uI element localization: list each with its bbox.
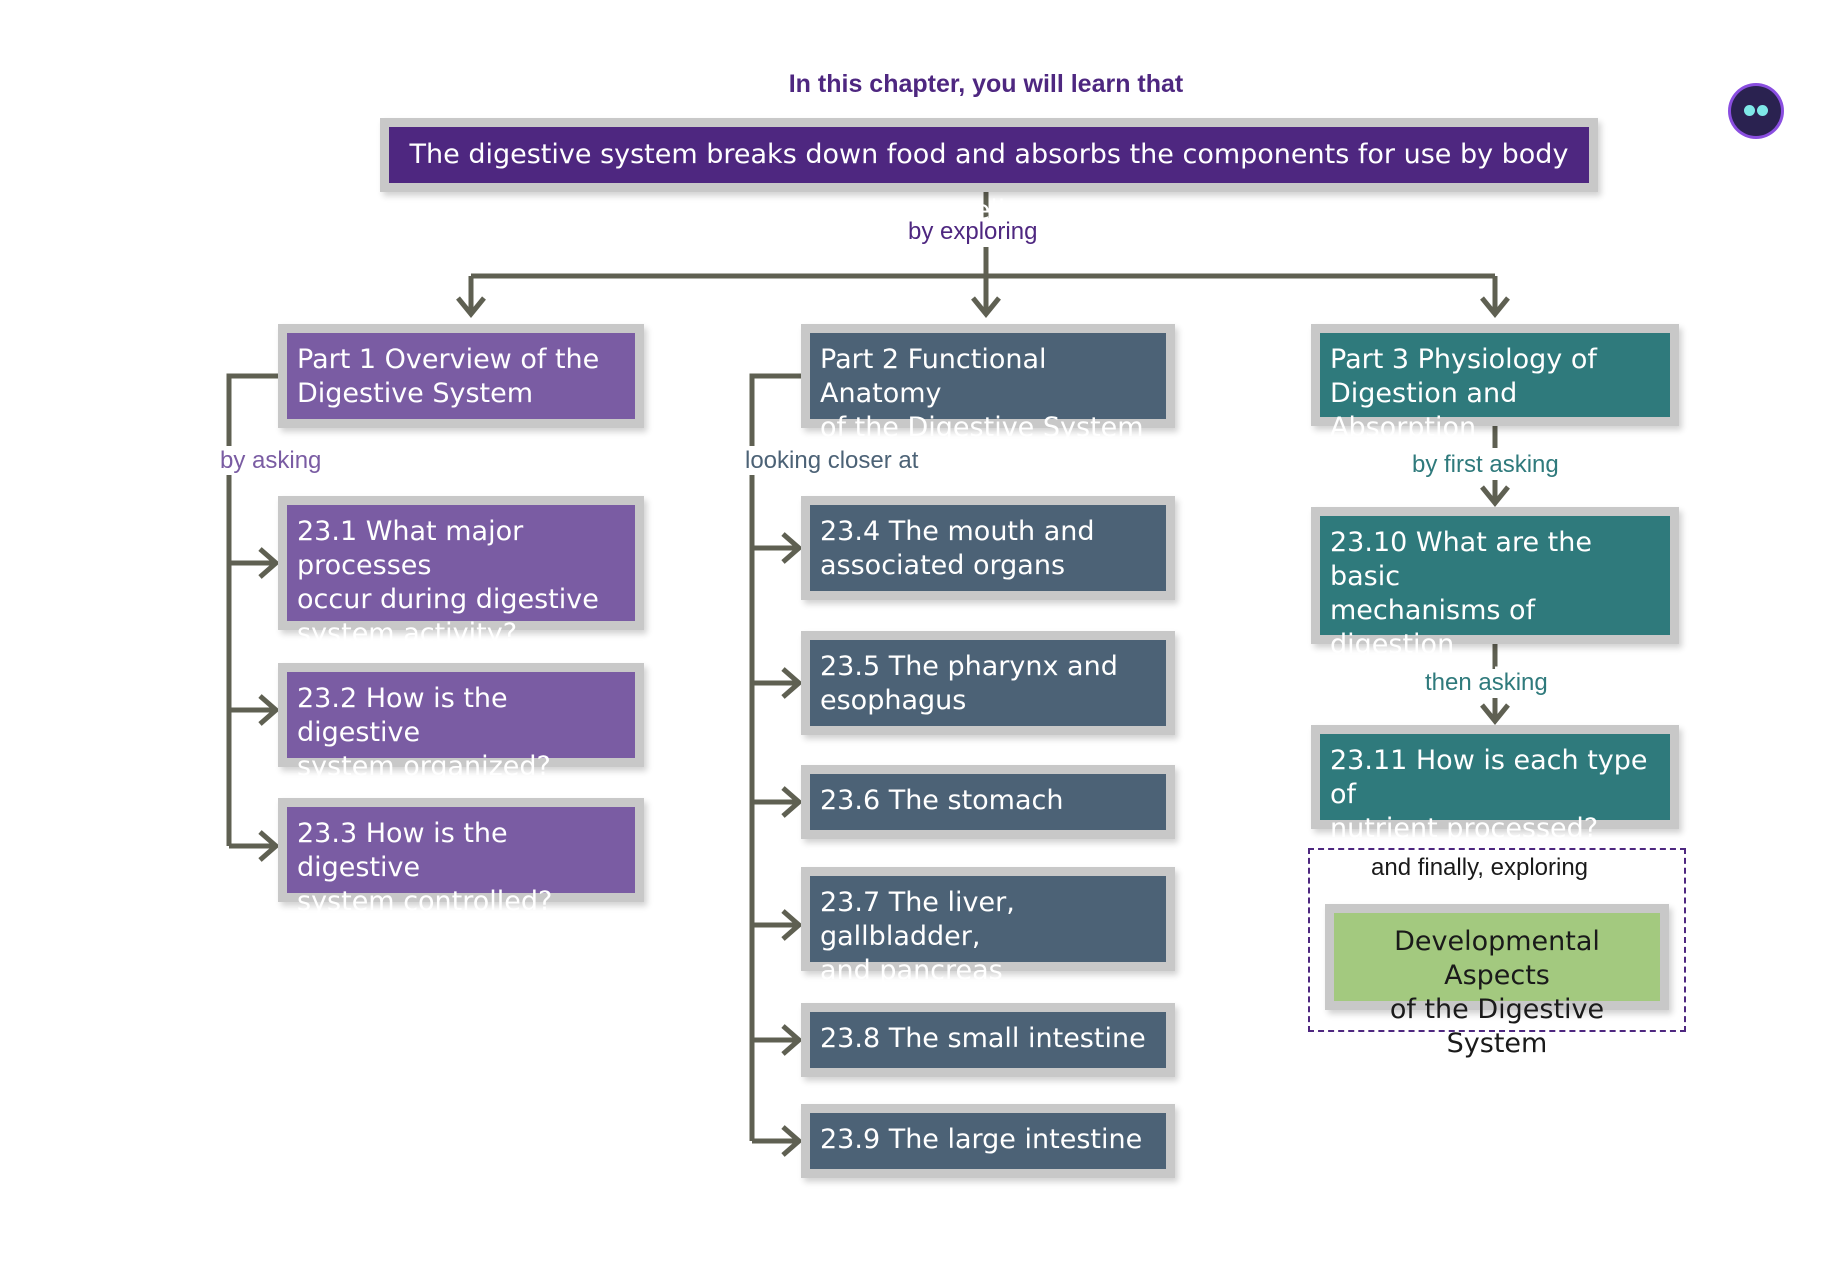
item-23-1-box: 23.1 What major processes occur during d… [278,496,644,649]
arrow-right-23-7 [781,909,803,941]
arrow-down-part2 [971,296,1001,318]
arrow-right-23-3 [258,830,280,862]
arrow-right-23-6 [781,786,803,818]
arrow-right-23-9 [781,1125,803,1157]
chapter-heading: In this chapter, you will learn that [788,70,1184,98]
arrow-down-part3 [1480,296,1510,318]
item-23-7-box: 23.7 The liver, gallbladder, and pancrea… [801,867,1175,986]
item-23-6-box: 23.6 The stomach [801,765,1175,839]
part2-bracket-line [749,373,801,446]
bot-eye-right [1757,105,1768,116]
developmental-aspects-box: Developmental Aspects of the Digestive S… [1325,904,1669,1059]
item-23-3-box: 23.3 How is the digestive system control… [278,798,644,917]
arrow-right-23-8 [781,1024,803,1056]
item-23-9-box: 23.9 The large intestine [801,1104,1175,1178]
final-dashed-frame [1308,848,1686,1032]
connector-by-exploring: by exploring [905,218,1041,246]
connector-by-first-asking: by first asking [1409,451,1562,479]
part1-title-box: Part 1 Overview of the Digestive System [278,324,644,428]
arrow-right-23-4 [781,532,803,564]
arrow-right-23-1 [258,547,280,579]
bot-eye-left [1744,105,1755,116]
connector-then-asking: then asking [1422,669,1551,697]
chat-bot-icon[interactable] [1731,86,1781,136]
item-23-5-box: 23.5 The pharynx and esophagus [801,631,1175,735]
part2-title-box: Part 2 Functional Anatomy of the Digesti… [801,324,1175,443]
part1-bracket-line [226,373,278,446]
item-23-10-box: 23.10 What are the basic mechanisms of d… [1311,507,1679,694]
part3-title-box: Part 3 Physiology of Digestion and Absor… [1311,324,1679,443]
arrow-down-23-11 [1480,703,1510,725]
arrow-right-23-5 [781,667,803,699]
arrow-down-23-10 [1480,485,1510,507]
arrow-down-part1 [456,296,486,318]
item-23-2-box: 23.2 How is the digestive system organiz… [278,663,644,782]
main-concept-box: The digestive system breaks down food an… [380,118,1598,226]
item-23-8-box: 23.8 The small intestine [801,1003,1175,1077]
connector-and-finally-exploring: and finally, exploring [1368,854,1592,882]
connector-by-asking: by asking [217,447,325,475]
arrow-right-23-2 [258,694,280,726]
item-23-11-box: 23.11 How is each type of nutrient proce… [1311,725,1679,844]
connector-looking-closer-at: looking closer at [742,447,922,475]
item-23-4-box: 23.4 The mouth and associated organs [801,496,1175,600]
